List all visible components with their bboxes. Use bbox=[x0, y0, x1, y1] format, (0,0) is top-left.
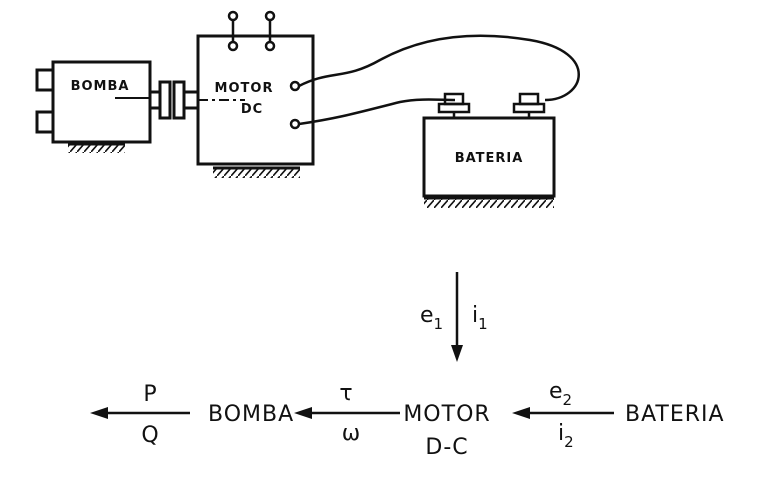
flowrate-label: Q bbox=[141, 423, 158, 448]
pump-label: BOMBA bbox=[71, 79, 130, 94]
motor-label-line1: MOTOR bbox=[215, 81, 274, 96]
pressure-label: P bbox=[143, 382, 156, 407]
wire-negative bbox=[298, 98, 456, 126]
battery-voltage-label: e2 bbox=[549, 379, 572, 409]
input-voltage-label: e1 bbox=[420, 303, 443, 333]
torque-label: τ bbox=[339, 381, 352, 406]
flow-pump-label: BOMBA bbox=[208, 402, 294, 427]
battery-drawing: BATERIA bbox=[422, 92, 556, 208]
shaft-coupling bbox=[150, 80, 198, 120]
motor-top-terminal bbox=[264, 10, 276, 22]
battery-ground bbox=[424, 199, 554, 208]
flow-motor-label-line1: MOTOR bbox=[403, 402, 490, 427]
motor-ground bbox=[213, 169, 300, 178]
flow-motor-label-line2: D-C bbox=[425, 435, 468, 460]
input-current-label: i1 bbox=[472, 303, 488, 333]
motor-top-terminal bbox=[227, 10, 239, 22]
pump-ground bbox=[68, 145, 125, 153]
motor-label-line2: DC bbox=[241, 102, 263, 117]
pump-inlet-port bbox=[35, 68, 53, 92]
motor-side-terminal bbox=[289, 80, 301, 92]
power-flow-diagram: e1 i1 BATERIA e2 i2 MOTOR D-C τ ω BOMBA … bbox=[90, 272, 725, 460]
wire-positive bbox=[298, 34, 580, 102]
battery-current-label: i2 bbox=[558, 421, 574, 451]
flow-battery-label: BATERIA bbox=[625, 402, 725, 427]
angular-velocity-label: ω bbox=[342, 421, 360, 446]
pump-drawing: BOMBA bbox=[35, 60, 152, 153]
motor-side-terminal bbox=[289, 118, 301, 130]
pump-outlet-port bbox=[35, 110, 53, 134]
battery-label: BATERIA bbox=[455, 151, 524, 166]
motor-drawing: MOTOR DC bbox=[196, 10, 315, 178]
wires bbox=[298, 34, 580, 126]
